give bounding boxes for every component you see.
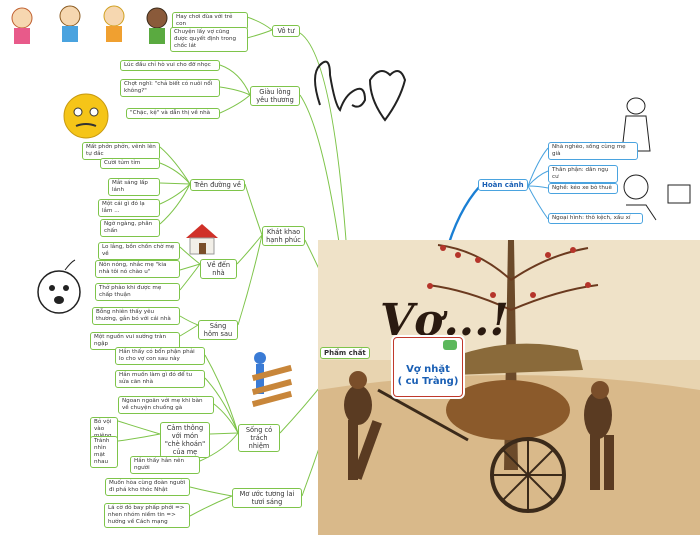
group-khat-khao-hanh-phuc[interactable]: Khát khao hạnh phúc [262,226,305,246]
old-woman-sketch [621,97,651,152]
ve-den-nha-item[interactable]: Nôn nóng, nhắc mẹ "kia nhà tôi nó chào u… [95,260,180,278]
confused-face-icon [63,93,109,139]
group-song-co-trach-nhiem[interactable]: Sống có trách nhiệm [238,424,280,452]
hoan-canh-item[interactable]: Ngoại hình: thô kệch, xấu xí [548,213,643,224]
love-decoration [314,60,407,122]
illustration-painting: Vợ...! [318,240,700,535]
mo-uoc-item[interactable]: Muốn hòa cùng đoàn người đi phá kho thóc… [105,478,190,496]
sub-cam-thong-che-khoan[interactable]: Cảm thông với món "chè khoán" của mẹ [160,422,210,458]
hoan-canh-item[interactable]: Nhà nghèo, sống cùng mẹ già [548,142,638,160]
trach-nhiem-item[interactable]: Hắn muốn làm gì đó để tu sửa căn nhà [115,370,205,388]
gamepad-icon [443,340,457,350]
sub-sang-hom-sau[interactable]: Sáng hôm sau [198,320,238,340]
center-label: Vợ nhặt ( cu Tràng) [397,364,459,387]
ve-den-nha-item[interactable]: Thở phào khi được mẹ chấp thuận [95,283,180,301]
tren-duong-ve-item[interactable]: Mắt sáng lấp lánh [108,178,160,196]
mo-uoc-item[interactable]: Lá cờ đỏ bay phấp phới => nhen nhóm niềm… [104,503,190,528]
kids-illustration [11,5,168,44]
trach-nhiem-item[interactable]: Ngoan ngoãn với mẹ khi bàn về chuyện chu… [118,396,214,414]
giau-long-item[interactable]: Lúc đầu chỉ hò vui cho đỡ nhọc [120,60,220,71]
vo-tu-item[interactable]: Chuyện lấy vợ cũng được quyết định trong… [170,27,248,52]
sub-ve-den-nha[interactable]: Về đến nhà [200,259,237,279]
sang-hom-sau-item[interactable]: Bỗng nhiên thấy yêu thương, gắn bó với c… [92,307,180,325]
giau-long-item[interactable]: Chợt nghĩ: "chả biết có nuôi nổi không?" [120,79,220,97]
ve-den-nha-item[interactable]: Lo lắng, bồn chồn chờ mẹ về [98,242,180,260]
house-icon [186,224,218,255]
sub-tren-duong-ve[interactable]: Trên đường về [190,179,245,191]
branch-hoan-canh[interactable]: Hoàn cảnh [478,179,528,191]
tren-duong-ve-item[interactable]: Một cái gì đó lạ lắm ... [98,199,160,217]
trach-nhiem-item[interactable]: Hắn thấy có bổn phận phải lo cho vợ con … [115,347,205,365]
trach-nhiem-item[interactable]: Hắn thấy hắn nên người [130,456,200,474]
cart-sketch [623,174,691,221]
hoan-canh-item[interactable]: Nghề: kéo xe bò thuê [548,183,618,194]
worker-figure-icon [251,352,293,408]
group-vo-tu[interactable]: Vô tư [272,25,300,37]
che-khoan-item[interactable]: Tránh nhìn mặt nhau [90,436,118,468]
branch-pham-chat[interactable]: Phẩm chất [320,347,370,359]
hoan-canh-item[interactable]: Thân phận: dân ngụ cư [548,165,618,183]
tren-duong-ve-item[interactable]: Ngờ ngàng, phân chấn [100,219,160,237]
group-giau-long-yeu-thuong[interactable]: Giàu lòng yêu thương [250,86,300,106]
giau-long-item[interactable]: "Chặc, kệ" và dẫn thị về nhà [126,108,220,119]
bomb-face-icon [37,259,81,314]
group-mo-uoc[interactable]: Mơ ước tương lai tươi sáng [232,488,302,508]
tren-duong-ve-item[interactable]: Cười tủm tỉm [100,158,160,169]
